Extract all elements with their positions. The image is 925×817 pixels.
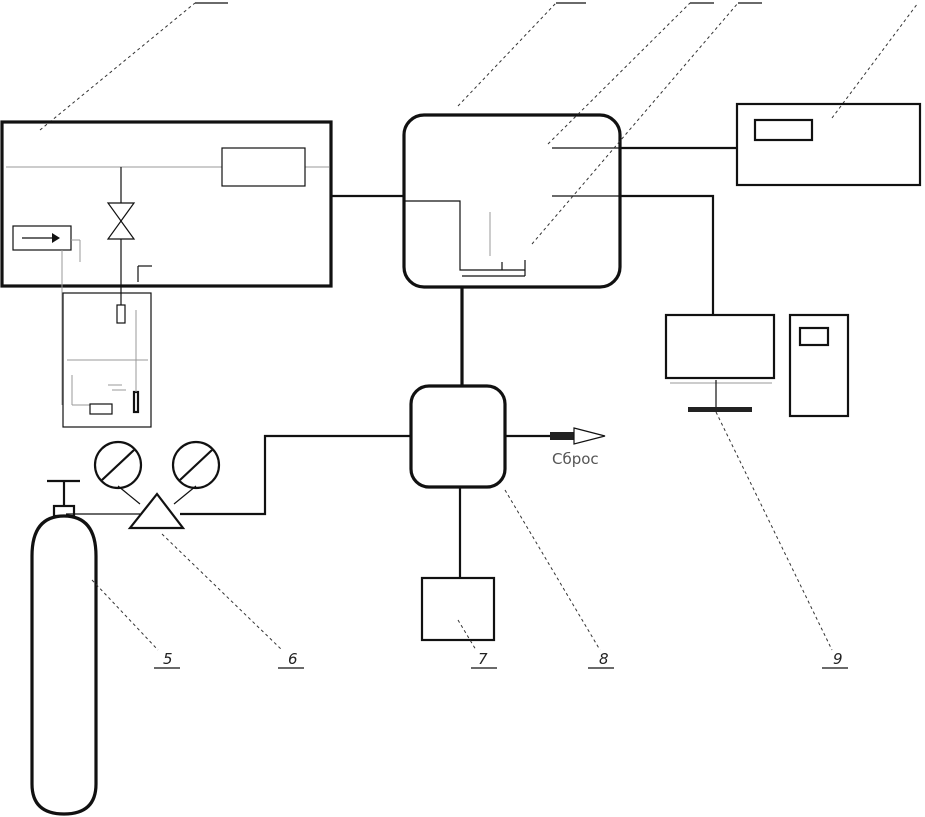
- measuring-chamber: [402, 113, 622, 289]
- vent-pipe: [550, 432, 574, 440]
- box-7: 7: [420, 576, 497, 669]
- monitor: [664, 313, 776, 380]
- valve-icon: [106, 202, 136, 223]
- label-reducer: 6: [288, 650, 298, 668]
- left-unit: [0, 120, 333, 405]
- arrow-right-icon: [52, 233, 60, 243]
- flow-meter: [12, 225, 72, 251]
- system-unit: [788, 313, 850, 418]
- instrument-display: [753, 118, 814, 142]
- pressure-gauge-icon: [93, 440, 143, 505]
- label-vent: Сброс: [552, 450, 599, 468]
- top-right-instrument: [620, 102, 922, 187]
- computer: 9: [620, 194, 850, 669]
- pressure-gauge-icon: [171, 440, 221, 505]
- leaders-chamber: [457, 2, 919, 245]
- leader-top-left: [39, 2, 228, 131]
- label-cylinder: 5: [163, 650, 173, 668]
- mixer: Сброс 8: [409, 384, 614, 669]
- label-computer: 9: [833, 650, 843, 668]
- label-mixer: 8: [599, 650, 609, 668]
- thermostat-bath: [62, 292, 152, 428]
- left-unit-display: [221, 147, 306, 187]
- pressure-reducer: 6: [66, 434, 411, 669]
- keyboard: [688, 407, 752, 412]
- label-box: 7: [478, 650, 488, 668]
- vent-arrow-icon: [573, 427, 606, 445]
- gas-cylinder: 5: [30, 479, 180, 816]
